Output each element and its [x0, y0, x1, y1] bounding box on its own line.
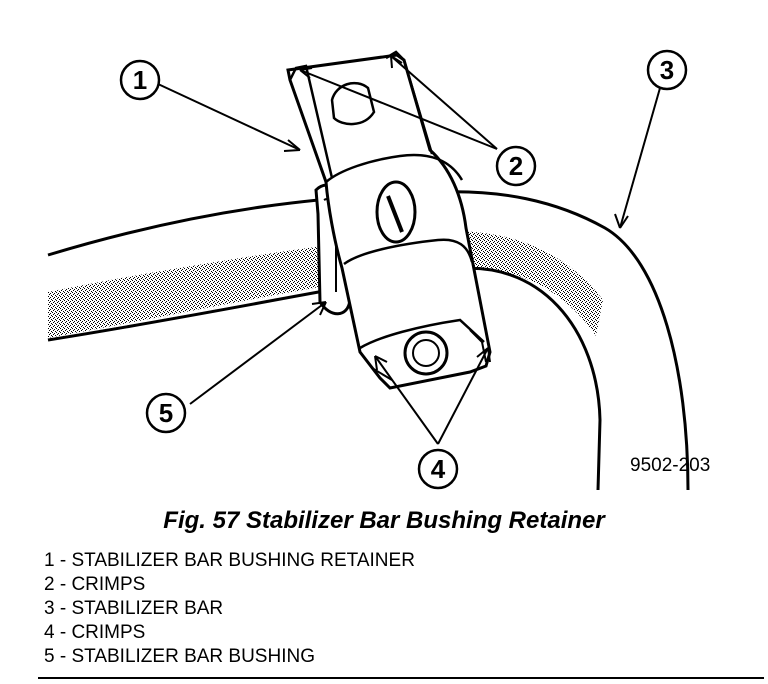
callout-2: 2 [495, 145, 537, 187]
svg-text:5: 5 [159, 398, 173, 428]
svg-text:4: 4 [431, 454, 446, 484]
legend-list: 1 - STABILIZER BAR BUSHING RETAINER 2 - … [44, 549, 415, 669]
callout-1: 1 [119, 59, 161, 101]
legend-item-1: 1 - STABILIZER BAR BUSHING RETAINER [44, 550, 415, 571]
bottom-divider [38, 677, 764, 679]
legend-item-4: 4 - CRIMPS [44, 622, 146, 643]
svg-text:1: 1 [133, 65, 147, 95]
legend-item-3: 3 - STABILIZER BAR [44, 598, 224, 619]
callout-5: 5 [145, 392, 187, 434]
bushing-retainer [286, 50, 492, 390]
figure-caption: Fig. 57 Stabilizer Bar Bushing Retainer [163, 507, 605, 534]
svg-text:3: 3 [660, 55, 674, 85]
stabilizer-bar-diagram: 1 2 3 4 5 9502-203 [47, 49, 710, 491]
leader-lines [157, 55, 661, 445]
legend-item-5: 5 - STABILIZER BAR BUSHING [44, 646, 315, 667]
figure-code: 9502-203 [630, 455, 710, 476]
legend-item-2: 2 - CRIMPS [44, 574, 146, 595]
callout-3: 3 [646, 49, 688, 91]
callout-4: 4 [417, 448, 459, 490]
svg-text:2: 2 [509, 151, 523, 181]
